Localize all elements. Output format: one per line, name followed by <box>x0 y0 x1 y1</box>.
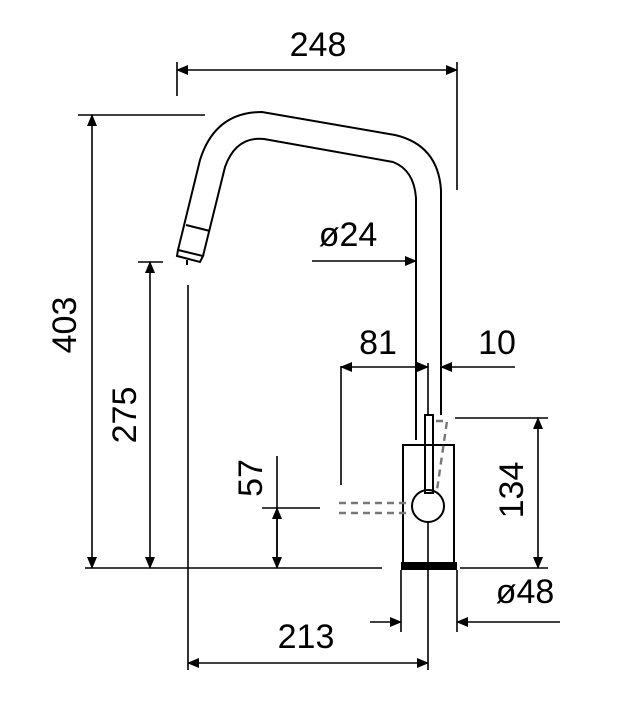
spout-tip <box>175 248 205 264</box>
dim-label-57: 57 <box>232 459 270 497</box>
dim-label-213: 213 <box>278 618 335 656</box>
faucet-base <box>401 562 457 570</box>
dimension-403: 403 <box>46 114 205 569</box>
dimension-81-10: 81 10 <box>340 324 516 485</box>
dimension-dia48: ø48 <box>370 570 560 632</box>
dimension-275: 275 <box>106 261 163 569</box>
spout-inner-contour <box>202 137 417 440</box>
dim-label-dia48: ø48 <box>496 573 555 611</box>
lever-alt-position-vertical <box>435 419 449 491</box>
dim-label-dia24: ø24 <box>319 216 378 254</box>
dimension-134: 134 <box>455 417 548 569</box>
dimension-248: 248 <box>176 26 458 190</box>
spout-outer-contour <box>177 110 442 415</box>
dimension-dia24: ø24 <box>312 216 417 266</box>
dimension-213: 213 <box>187 522 429 670</box>
dim-label-81: 81 <box>359 324 397 362</box>
lever-handle <box>424 414 434 494</box>
lever-alt-position-horizontal <box>339 501 411 515</box>
dim-label-248: 248 <box>290 26 347 64</box>
faucet-outline <box>175 110 457 570</box>
lever-knob <box>411 489 445 523</box>
dim-label-134: 134 <box>493 462 531 519</box>
aerator-line <box>185 224 211 232</box>
dim-label-403: 403 <box>46 297 84 354</box>
dimension-57: 57 <box>232 456 320 569</box>
dim-label-10: 10 <box>478 324 516 362</box>
dim-label-275: 275 <box>106 387 144 444</box>
